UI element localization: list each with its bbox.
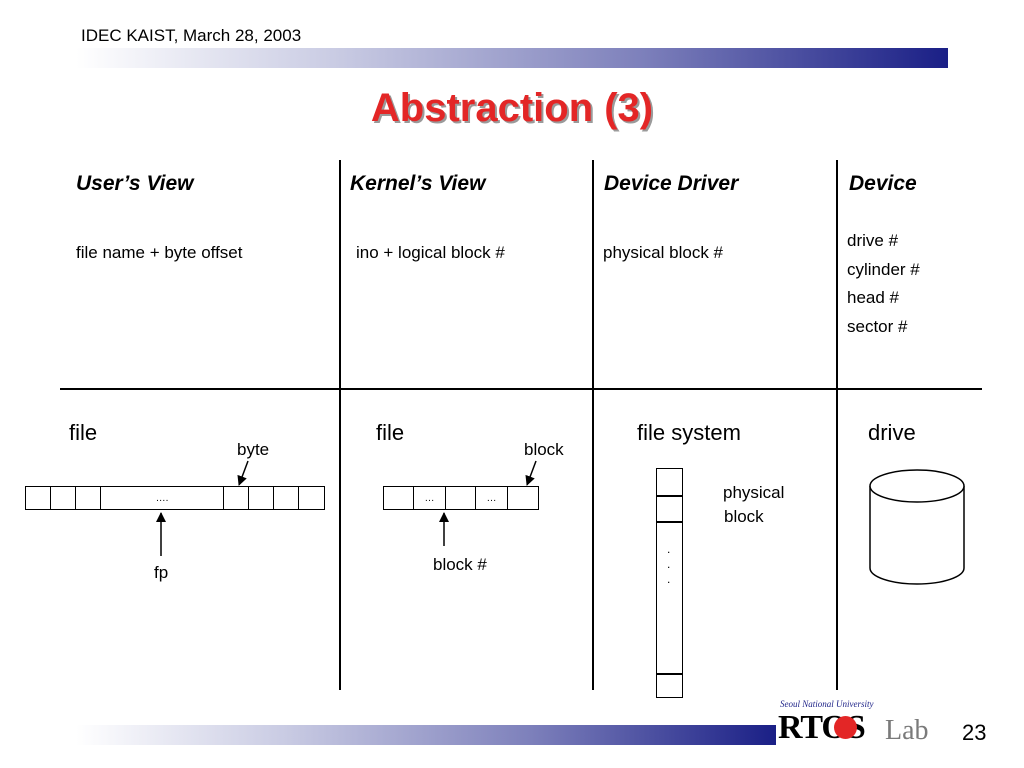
- slide-title: Abstraction (3): [370, 86, 654, 130]
- physical-block-label-line1: physical: [723, 483, 785, 502]
- heading-device-driver: Device Driver: [604, 172, 739, 195]
- page-number: 23: [962, 720, 987, 745]
- device-address-sector: sector #: [847, 316, 908, 336]
- block-cell-ellipsis-1: …: [414, 487, 446, 509]
- byte-cell: [249, 487, 275, 509]
- header-text: IDEC KAIST, March 28, 2003: [81, 26, 302, 45]
- device-address-list: drive # cylinder # head # sector #: [847, 227, 920, 341]
- logo-university-text: Seoul National University: [780, 699, 874, 709]
- byte-pointer-label: byte: [237, 440, 270, 459]
- driver-filesystem-label: file system: [637, 420, 741, 445]
- column-divider-3: [836, 160, 838, 690]
- byte-cell: [51, 487, 76, 509]
- block-cell: [446, 487, 476, 509]
- byte-cell: [76, 487, 101, 509]
- users-view-address: file name + byte offset: [76, 243, 243, 262]
- footer-gradient-bar: [76, 725, 776, 745]
- device-address-drive: drive #: [847, 231, 899, 250]
- byte-cell: [274, 487, 300, 509]
- column-divider-2: [592, 160, 594, 690]
- row-divider: [60, 388, 982, 390]
- header-gradient-bar: [76, 48, 948, 68]
- byte-cell: [224, 487, 250, 509]
- kernels-view-address: ino + logical block #: [356, 243, 505, 262]
- device-address-cylinder: cylinder #: [847, 259, 920, 279]
- fs-block-divider: [656, 495, 683, 497]
- device-driver-address: physical block #: [603, 243, 724, 262]
- byte-arrow: [237, 460, 249, 486]
- filesystem-block-column: [656, 468, 683, 698]
- heading-device: Device: [849, 172, 917, 195]
- device-address-head: head #: [847, 288, 899, 307]
- block-arrow: [525, 460, 537, 486]
- user-byte-array: ….: [25, 486, 325, 510]
- column-divider-1: [339, 160, 341, 690]
- block-number-label: block #: [433, 555, 487, 574]
- fs-dot: .: [667, 557, 671, 571]
- byte-cell-ellipsis: ….: [101, 487, 225, 509]
- fs-block-divider: [656, 521, 683, 523]
- kernel-block-array: … …: [383, 486, 539, 510]
- block-pointer-label: block: [524, 440, 564, 459]
- user-file-label: file: [69, 420, 98, 445]
- kernel-file-label: file: [376, 420, 405, 445]
- heading-kernels-view: Kernel’s View: [350, 172, 486, 195]
- fs-dot: .: [667, 542, 671, 556]
- block-cell-ellipsis-2: …: [476, 487, 508, 509]
- logo-red-circle-icon: [834, 716, 857, 739]
- disk-drive-icon: [869, 469, 965, 585]
- physical-block-label-line2: block: [724, 507, 764, 526]
- fs-dot: .: [667, 572, 671, 586]
- rtos-lab-logo: Seoul National University RTOS Lab: [778, 699, 948, 748]
- device-drive-label: drive: [868, 420, 916, 445]
- byte-cell: [26, 487, 51, 509]
- heading-users-view: User’s View: [76, 172, 194, 195]
- fs-block-divider: [656, 673, 683, 675]
- fp-label: fp: [154, 563, 169, 582]
- block-cell: [384, 487, 414, 509]
- logo-lab-text: Lab: [885, 715, 929, 746]
